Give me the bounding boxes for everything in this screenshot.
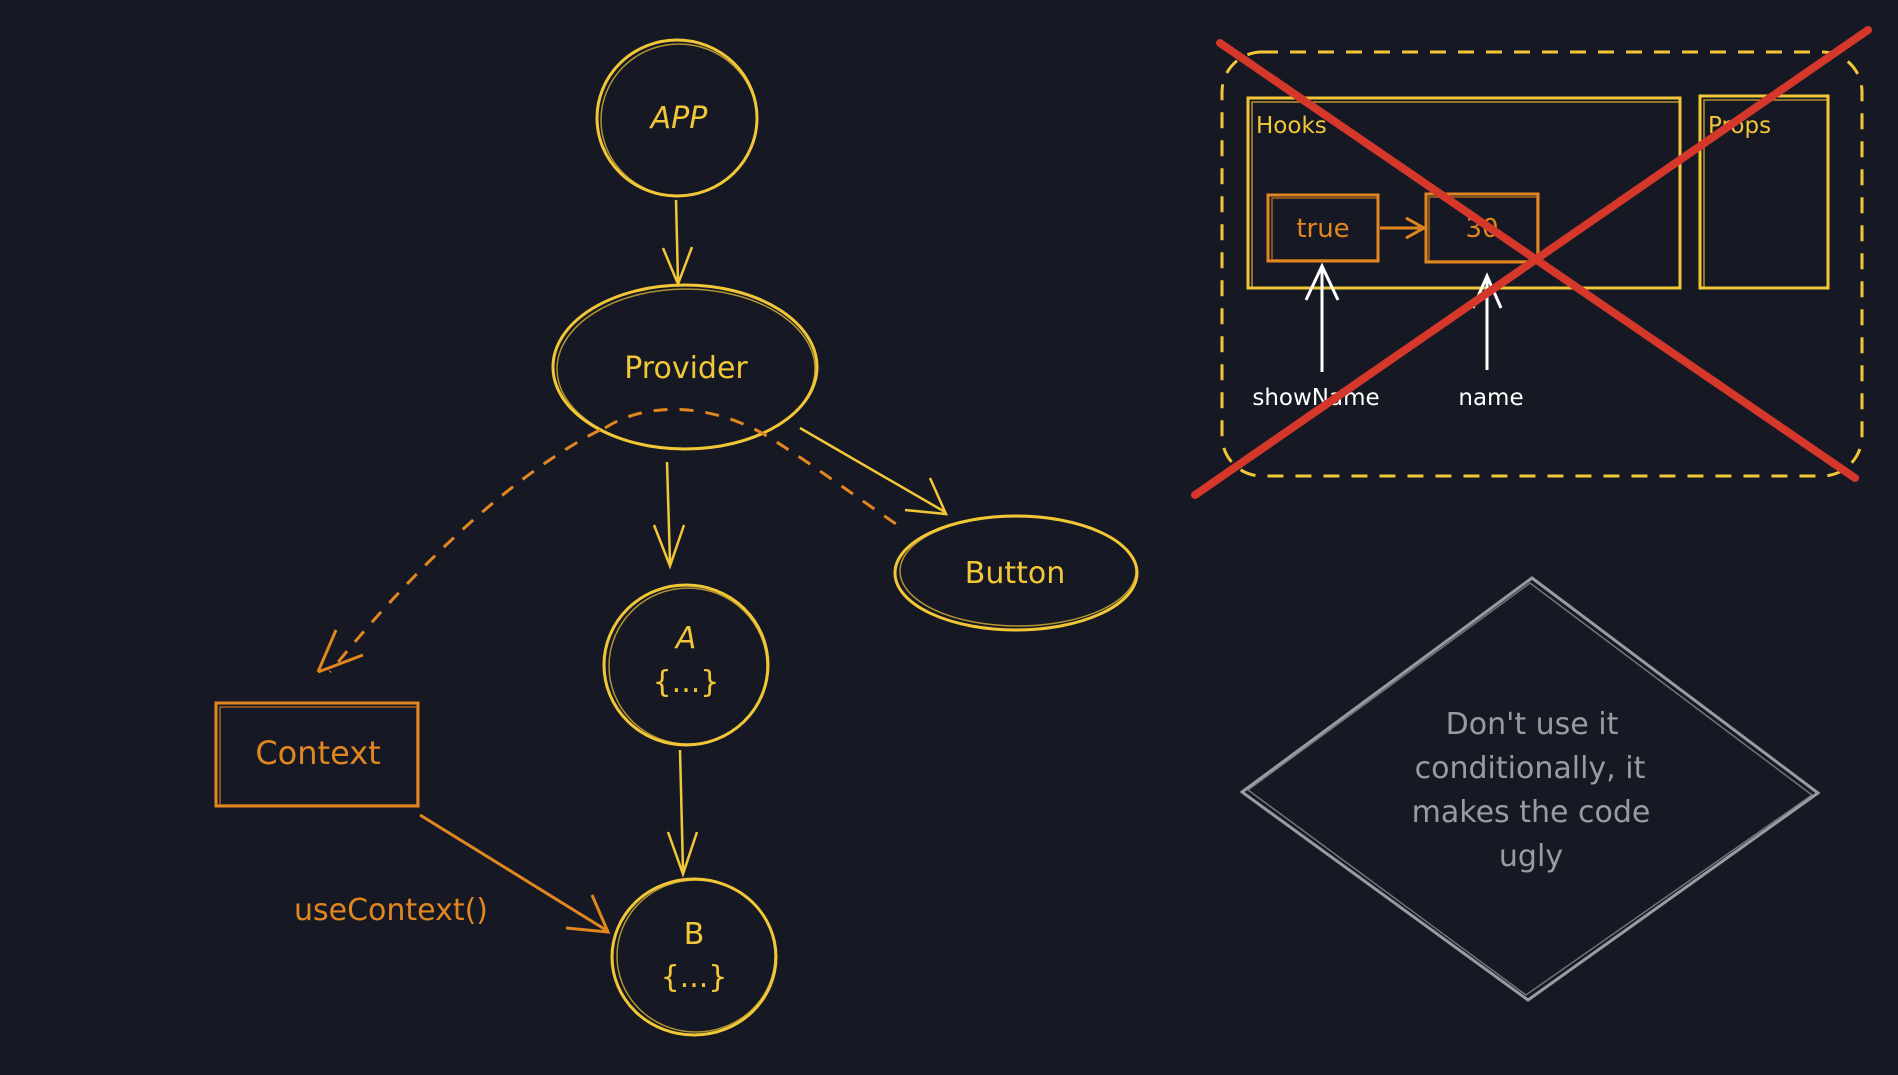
note-line-2: conditionally, it — [1415, 751, 1646, 786]
arrow-provider-context — [316, 428, 601, 674]
arrow-provider-a — [652, 461, 686, 570]
use-context-label: useContext() — [294, 893, 488, 928]
button-node: Button — [893, 514, 1139, 632]
b-node: B {...} — [610, 877, 778, 1037]
arrow-provider-button — [799, 426, 949, 516]
cross-out-mark — [1191, 26, 1872, 499]
a-body: {...} — [653, 665, 720, 700]
provider-node: Provider — [551, 283, 819, 451]
provider-label: Provider — [624, 351, 748, 386]
arrow-app-provider — [661, 199, 694, 288]
pointer-label-2: name — [1458, 385, 1523, 411]
props-box: Props — [1698, 94, 1830, 290]
dashed-arc — [604, 407, 906, 532]
hooks-label: Hooks — [1256, 113, 1327, 139]
note-line-4: ugly — [1499, 839, 1563, 874]
a-label: A — [674, 621, 697, 656]
context-node: Context — [214, 701, 420, 808]
b-body: {...} — [661, 960, 728, 995]
hook-value-1: true — [1296, 214, 1349, 244]
b-label: B — [684, 917, 705, 952]
a-node: A {...} — [602, 583, 770, 747]
hook-cell-1: true — [1266, 193, 1380, 263]
hook-arrow — [1380, 216, 1428, 240]
arrow-a-b — [666, 749, 699, 878]
context-label: Context — [255, 734, 380, 772]
hooks-box: Hooks — [1246, 96, 1682, 290]
button-label: Button — [965, 556, 1066, 591]
pointer-arrow-1 — [1304, 262, 1340, 372]
app-node: APP — [595, 38, 759, 198]
note-line-1: Don't use it — [1446, 707, 1619, 742]
arrow-context-b — [419, 813, 611, 934]
note-diamond: Don't use it conditionally, it makes the… — [1239, 576, 1821, 1002]
note-line-3: makes the code — [1412, 795, 1651, 830]
memory-panel: Hooks Props true 30 sho — [1191, 26, 1872, 499]
app-label: APP — [649, 101, 709, 136]
